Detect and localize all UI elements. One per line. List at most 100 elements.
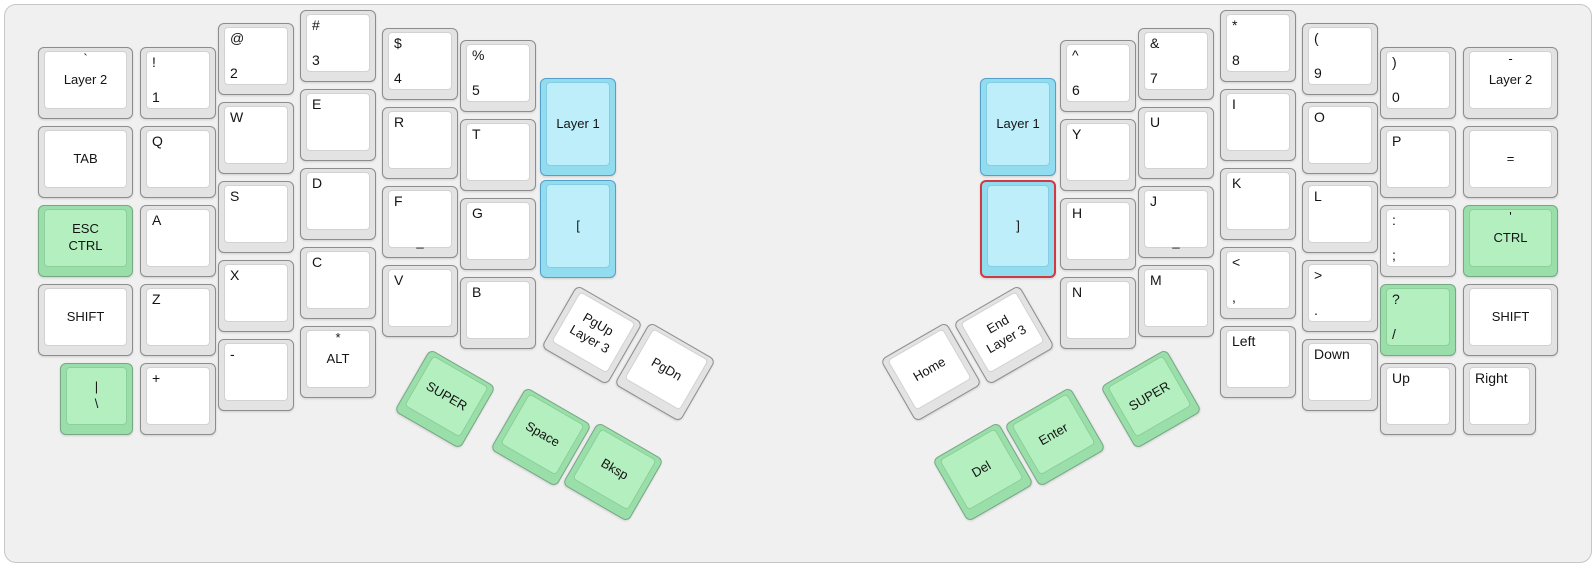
key-esc-ctrl[interactable]: ESC CTRL (38, 205, 133, 277)
key-legend: Bksp (598, 454, 632, 483)
key-h[interactable]: H (1060, 198, 1136, 270)
keycap-top: SHIFT (44, 288, 127, 346)
key-a[interactable]: A (140, 205, 216, 277)
key-legend: Z (152, 291, 161, 307)
key-legend: ` (83, 51, 88, 66)
key-legend: | \ (94, 379, 99, 411)
key-super-left[interactable]: SUPER (394, 348, 496, 450)
key-legend: 0 (1392, 89, 1400, 105)
key-x[interactable]: X (218, 260, 294, 332)
key-4[interactable]: $4 (382, 28, 458, 100)
key-quote-ctrl[interactable]: 'CTRL (1463, 205, 1558, 277)
key-pipe-backslash[interactable]: | \ (60, 363, 133, 435)
key-1[interactable]: !1 (140, 47, 216, 119)
keycap-top: - (224, 343, 288, 401)
key-legend: U (1150, 114, 1161, 130)
key-5[interactable]: %5 (460, 40, 536, 112)
key-d[interactable]: D (300, 168, 376, 240)
key-plus[interactable]: + (140, 363, 216, 435)
key-right[interactable]: Right (1463, 363, 1536, 435)
key-f[interactable]: F_ (382, 186, 458, 258)
key-shift-left[interactable]: SHIFT (38, 284, 133, 356)
key-j[interactable]: J_ (1138, 186, 1214, 258)
key-left[interactable]: Left (1220, 326, 1296, 398)
key-legend: - (230, 346, 235, 362)
key-legend: SUPER (423, 377, 471, 414)
key-u[interactable]: U (1138, 107, 1214, 179)
key-p[interactable]: P (1380, 126, 1456, 198)
keycap-top: ^6 (1066, 44, 1130, 102)
key-z[interactable]: Z (140, 284, 216, 356)
key-q[interactable]: Q (140, 126, 216, 198)
key-legend: ! (152, 54, 156, 70)
key-legend: = (1506, 150, 1515, 166)
key-equals[interactable]: = (1463, 126, 1558, 198)
key-b[interactable]: B (460, 277, 536, 349)
key-n[interactable]: N (1060, 277, 1136, 349)
key-c[interactable]: C (300, 247, 376, 319)
key-8[interactable]: *8 (1220, 10, 1296, 82)
key-tab[interactable]: TAB (38, 126, 133, 198)
key-lbracket[interactable]: [ (540, 180, 616, 278)
key-legend: < (1232, 254, 1241, 270)
key-w[interactable]: W (218, 102, 294, 174)
key-legend: W (230, 109, 244, 125)
key-legend: Left (1232, 333, 1256, 349)
key-slash[interactable]: ?/ (1380, 284, 1456, 356)
keycap-top: Space (500, 393, 585, 476)
key-o[interactable]: O (1302, 102, 1378, 174)
key-3[interactable]: #3 (300, 10, 376, 82)
keycap-top: K (1226, 172, 1290, 230)
key-0[interactable]: )0 (1380, 47, 1456, 119)
key-shift-right[interactable]: SHIFT (1463, 284, 1558, 356)
key-rbracket[interactable]: ] (980, 180, 1056, 278)
key-alt[interactable]: *ALT (300, 326, 376, 398)
key-legend: ^ (1072, 47, 1079, 63)
key-layer1-left[interactable]: Layer 1 (540, 78, 616, 176)
key-legend: Del (968, 457, 994, 480)
key-up[interactable]: Up (1380, 363, 1456, 435)
keycap-top: P (1386, 130, 1450, 188)
keycap-top: ?/ (1386, 288, 1450, 346)
key-period[interactable]: >. (1302, 260, 1378, 332)
key-legend: I (1232, 96, 1236, 112)
key-7[interactable]: &7 (1138, 28, 1214, 100)
key-down[interactable]: Down (1302, 339, 1378, 411)
keycap-top: Y (1066, 123, 1130, 181)
key-s[interactable]: S (218, 181, 294, 253)
key-9[interactable]: (9 (1302, 23, 1378, 95)
key-t[interactable]: T (460, 119, 536, 191)
key-layer1-right[interactable]: Layer 1 (980, 78, 1056, 176)
key-legend: F (394, 193, 403, 209)
key-y[interactable]: Y (1060, 119, 1136, 191)
key-legend: M (1150, 272, 1162, 288)
key-legend: Layer 1 (996, 115, 1040, 131)
keycap-top: Q (146, 130, 210, 188)
key-l[interactable]: L (1302, 181, 1378, 253)
key-minus-left[interactable]: - (218, 339, 294, 411)
key-6[interactable]: ^6 (1060, 40, 1136, 112)
key-grave-layer2[interactable]: `Layer 2 (38, 47, 133, 119)
key-legend: ; (1392, 247, 1396, 263)
keycap-top: SUPER (1107, 355, 1192, 438)
key-legend: V (394, 272, 404, 288)
key-minus-layer2[interactable]: -Layer 2 (1463, 47, 1558, 119)
key-legend: D (312, 175, 323, 191)
keycap-top: *ALT (306, 330, 370, 388)
key-k[interactable]: K (1220, 168, 1296, 240)
key-r[interactable]: R (382, 107, 458, 179)
key-i[interactable]: I (1220, 89, 1296, 161)
keycap-top: #3 (306, 14, 370, 72)
key-2[interactable]: @2 (218, 23, 294, 95)
key-v[interactable]: V (382, 265, 458, 337)
key-g[interactable]: G (460, 198, 536, 270)
key-super-right[interactable]: SUPER (1100, 348, 1202, 450)
key-legend: > (1314, 267, 1323, 283)
key-legend: 4 (394, 70, 402, 86)
key-e[interactable]: E (300, 89, 376, 161)
keycap-top: ] (987, 185, 1049, 267)
key-m[interactable]: M (1138, 265, 1214, 337)
key-legend: N (1072, 284, 1083, 300)
key-comma[interactable]: <, (1220, 247, 1296, 319)
key-semicolon[interactable]: :; (1380, 205, 1456, 277)
